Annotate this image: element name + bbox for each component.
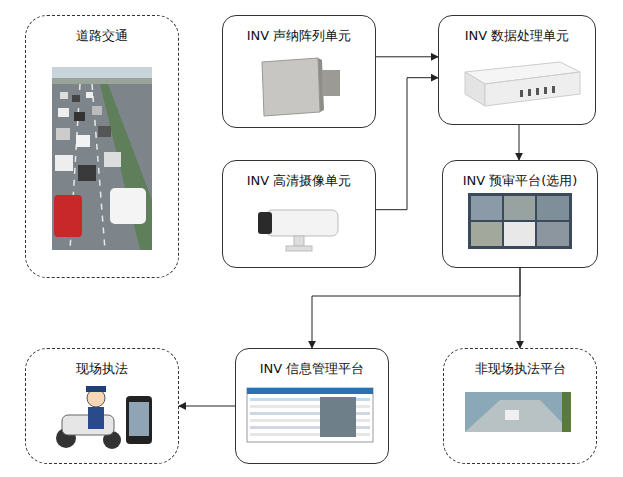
pc-front xyxy=(485,72,580,106)
camera-lens xyxy=(258,212,272,234)
box-title: INV 预审平台(选用) xyxy=(443,173,597,190)
car xyxy=(60,92,68,99)
platform-box: INV 信息管理平台 xyxy=(235,348,389,464)
car xyxy=(78,165,96,181)
scene-box: 现场执法 xyxy=(25,348,179,464)
thumb xyxy=(537,222,569,246)
car xyxy=(98,126,111,137)
scene-box: 道路交通 xyxy=(25,15,179,278)
screen xyxy=(468,193,572,249)
car xyxy=(58,108,69,117)
thumb xyxy=(471,222,502,246)
thumb xyxy=(504,196,535,220)
thumb xyxy=(504,222,535,246)
unit-box: INV 数据处理单元 xyxy=(438,15,596,125)
car xyxy=(92,106,102,115)
flow-arrow xyxy=(376,78,438,210)
road xyxy=(465,400,571,432)
pc-port xyxy=(544,87,547,94)
sonar-plate xyxy=(262,58,320,116)
camera-base xyxy=(286,246,312,251)
skyline xyxy=(52,78,152,84)
flow-arrow xyxy=(376,56,438,57)
officer-cap xyxy=(86,386,106,392)
guardrail xyxy=(100,84,152,250)
car xyxy=(505,410,519,420)
camera-mount xyxy=(294,236,304,246)
flow-arrow xyxy=(179,406,235,407)
car xyxy=(72,95,80,102)
box-title: 现场执法 xyxy=(26,361,178,378)
road-photo xyxy=(52,67,152,250)
review-screenshot xyxy=(468,193,572,249)
box-title: INV 数据处理单元 xyxy=(439,28,595,45)
screen xyxy=(247,388,373,442)
box-title: INV 信息管理平台 xyxy=(236,361,388,378)
box-title: 非现场执法平台 xyxy=(444,361,596,378)
pc-port xyxy=(520,90,523,97)
officer-body xyxy=(88,407,104,429)
photo xyxy=(465,392,571,432)
pc-side xyxy=(465,72,485,106)
sonar-mount xyxy=(322,70,340,96)
car xyxy=(55,155,73,171)
flow-arrow xyxy=(520,268,521,348)
box-title: INV 高清摄像单元 xyxy=(223,173,375,190)
unit-box: INV 高清摄像单元 xyxy=(222,160,376,268)
thumb xyxy=(471,196,502,220)
car xyxy=(56,128,70,140)
pc-port xyxy=(528,89,531,96)
thumb xyxy=(537,196,569,220)
platform-box: 非现场执法平台 xyxy=(443,348,597,464)
box-title: 道路交通 xyxy=(26,28,178,45)
management-screenshot xyxy=(247,388,373,442)
toolbar xyxy=(562,392,571,432)
camera xyxy=(258,210,338,251)
flow-arrow xyxy=(519,125,520,160)
unit-box: INV 声纳阵列单元 xyxy=(222,15,376,128)
box-title: INV 声纳阵列单元 xyxy=(223,28,375,45)
car xyxy=(76,135,90,147)
car xyxy=(74,112,85,121)
car xyxy=(104,152,121,167)
phone-screen xyxy=(129,402,149,436)
road-surface xyxy=(52,67,152,250)
platform-box: INV 预审平台(选用) xyxy=(442,160,598,268)
offsite-photo xyxy=(465,392,571,432)
flow-arrow xyxy=(312,268,520,348)
camera-body xyxy=(266,210,338,236)
photo-column xyxy=(320,397,356,437)
car xyxy=(86,92,93,98)
pc-port xyxy=(536,88,539,95)
car xyxy=(54,195,82,237)
police-and-phone xyxy=(56,386,152,449)
car xyxy=(110,188,146,224)
mini-pc xyxy=(465,62,580,106)
phone xyxy=(126,396,152,444)
title-bar xyxy=(247,388,373,394)
sonar-unit xyxy=(262,58,340,116)
pc-port xyxy=(552,86,555,93)
